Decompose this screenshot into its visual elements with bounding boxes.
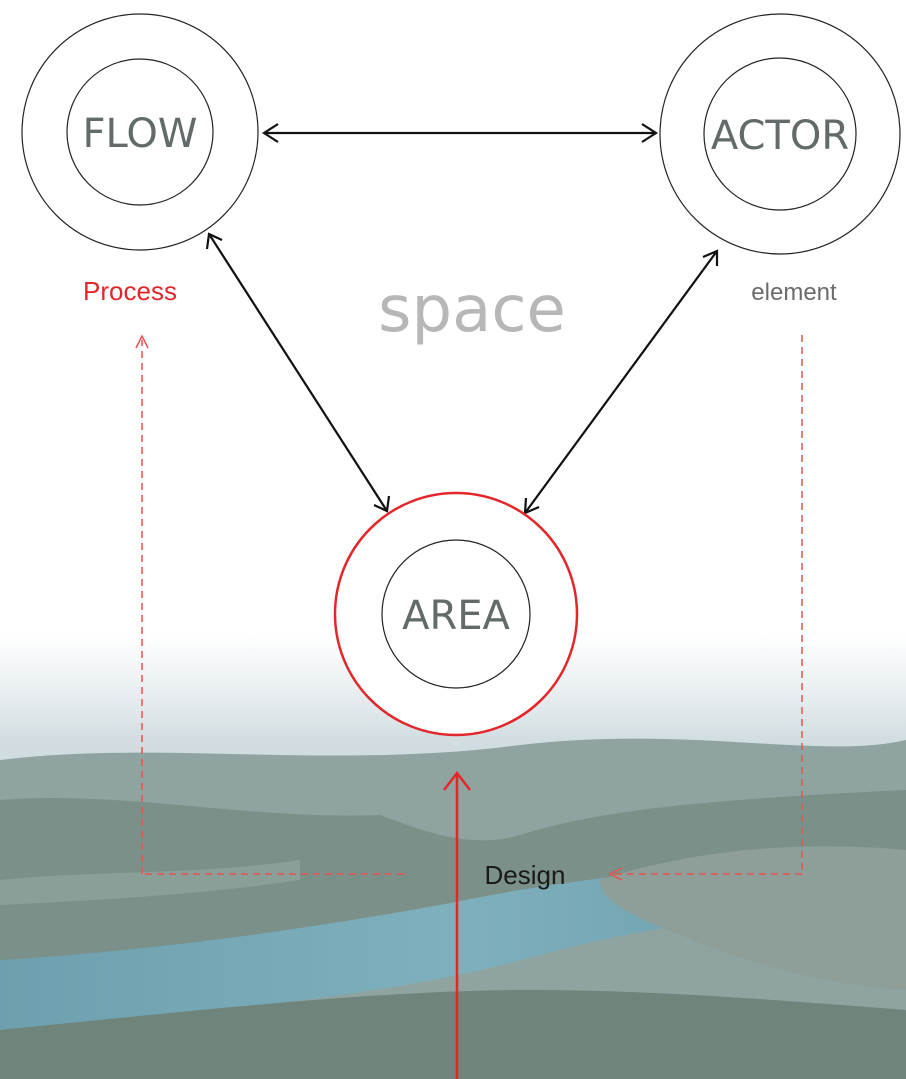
area-inner-ring	[381, 539, 531, 689]
design-arrow	[443, 770, 471, 1079]
flow-label: FLOW	[83, 111, 198, 157]
actor-node: ACTOR	[659, 13, 901, 255]
space-label: space	[378, 273, 566, 347]
element-label: element	[751, 279, 837, 306]
area-label: AREA	[402, 593, 510, 639]
process-feedback-path	[135, 334, 404, 875]
process-label: Process	[83, 276, 177, 306]
connector-actor-area	[523, 249, 719, 515]
flow-node: FLOW	[21, 13, 259, 251]
connector-flow-actor	[261, 123, 659, 143]
connector-flow-area	[205, 232, 391, 513]
flow-inner-ring	[66, 58, 214, 206]
actor-inner-ring	[703, 57, 857, 211]
design-label: Design	[485, 860, 566, 890]
element-feedback-path	[608, 335, 803, 881]
actor-label: ACTOR	[711, 113, 849, 159]
area-node: AREA	[333, 491, 579, 737]
